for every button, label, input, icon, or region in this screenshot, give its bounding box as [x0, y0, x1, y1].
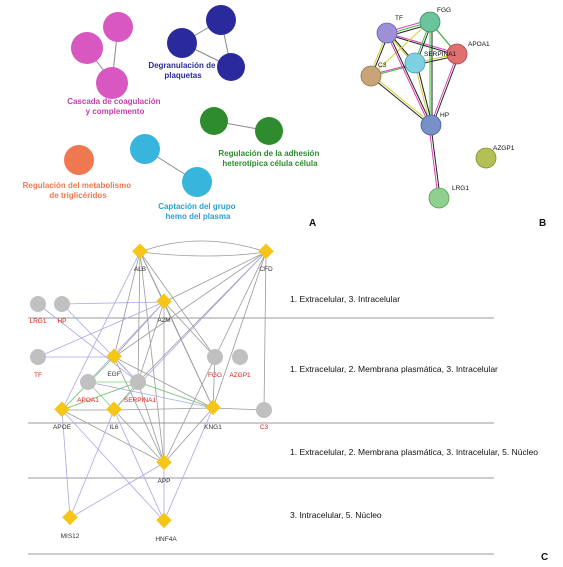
cluster-heme-label: Captación del grupo hemo del plasma — [158, 202, 238, 221]
panel-c: 1. Extracelular, 3. Intracelular 1. Extr… — [28, 240, 548, 563]
string-label-apoa1: APOA1 — [468, 41, 490, 48]
network-label-cfd: CFD — [259, 266, 273, 273]
network-protein-node — [207, 349, 223, 365]
network-gene-node — [156, 454, 172, 471]
network-label-kng1: KNG1 — [204, 424, 222, 431]
string-label-fgg: FGG — [437, 7, 451, 14]
string-node-lrg1 — [428, 187, 450, 209]
network-protein-node — [232, 349, 248, 365]
network-label-serpina1: SERPINA1 — [124, 397, 157, 404]
cluster-adhesion-node — [255, 117, 283, 145]
network-label-apoe: APOE — [53, 424, 72, 431]
string-label-c3: C3 — [378, 62, 387, 69]
panel-a: Cascada de coagulación y complemento Deg… — [23, 5, 321, 229]
network-label-apoa1: APOA1 — [77, 397, 99, 404]
cluster-coagulation-node — [96, 67, 128, 99]
network-label-il6: IL6 — [109, 424, 118, 431]
string-node-hp — [420, 114, 442, 136]
network-label-mis12: MIS12 — [61, 533, 80, 540]
network-label-hnf4a: HNF4A — [155, 536, 177, 543]
network-label-a2m: A2M — [157, 317, 170, 324]
cluster-adhesion-label: Regulación de la adhesión heterotípica c… — [218, 149, 321, 168]
string-node-fgg — [419, 11, 441, 33]
zone-label: 1. Extracelular, 3. Intracelular — [290, 294, 400, 304]
cluster-coagulation-node — [103, 12, 133, 42]
network-protein-node — [54, 296, 70, 312]
cluster-platelet-node — [206, 5, 236, 35]
string-label-azgp1: AZGP1 — [493, 145, 515, 152]
cluster-platelet-label: Degranulación de plaquetas — [148, 61, 217, 80]
network-label-fgg: FGG — [208, 372, 222, 379]
panel-c-letter: C — [541, 552, 548, 563]
network-label-hp: HP — [57, 318, 66, 325]
cluster-heme-node — [130, 134, 160, 164]
network-gene-node — [106, 401, 122, 418]
network-label-alb: ALB — [134, 266, 146, 273]
panel-b-letter: B — [539, 218, 546, 229]
network-label-lrg1: LRG1 — [30, 318, 47, 325]
panel-a-letter: A — [309, 218, 316, 229]
network-label-egf: EGF — [107, 371, 120, 378]
network-protein-node — [130, 374, 146, 390]
cluster-triglyceride-label: Regulación del metabolismo de triglicéri… — [23, 181, 134, 200]
string-node-serpina1 — [404, 52, 426, 74]
cluster-platelet-node — [217, 53, 245, 81]
network-gene-node — [62, 509, 78, 526]
network-protein-node — [256, 402, 272, 418]
network-gene-node — [54, 401, 70, 418]
string-node-tf — [376, 22, 398, 44]
zone-label: 1. Extracelular, 2. Membrana plasmática,… — [290, 447, 538, 457]
string-label-tf: TF — [395, 15, 403, 22]
string-node-apoa1 — [446, 43, 468, 65]
network-gene-node — [205, 399, 221, 416]
network-gene-node — [258, 243, 274, 260]
cluster-coagulation-label: Cascada de coagulación y complemento — [67, 97, 163, 116]
cluster-triglyceride-node — [64, 145, 94, 175]
cluster-heme-node — [182, 167, 212, 197]
network-protein-node — [80, 374, 96, 390]
string-node-c3 — [360, 65, 382, 87]
network-gene-node — [156, 293, 172, 310]
zone-label: 1. Extracelular, 2. Membrana plasmática,… — [290, 364, 498, 374]
string-label-hp: HP — [440, 112, 449, 119]
network-gene-node — [132, 243, 148, 260]
network-gene-node — [106, 348, 122, 365]
network-label-azgp1: AZGP1 — [229, 372, 251, 379]
zone-label: 3. Intracelular, 5. Núcleo — [290, 510, 382, 520]
network-protein-node — [30, 349, 46, 365]
panel-b: TF FGG SERPINA1 APOA1 C3 HP AZGP1 LRG1 B — [360, 7, 546, 229]
string-label-serpina1: SERPINA1 — [424, 51, 457, 58]
network-protein-node — [30, 296, 46, 312]
network-label-c3: C3 — [260, 424, 269, 431]
string-node-azgp1 — [475, 147, 497, 169]
network-label-tf: TF — [34, 372, 42, 379]
string-label-lrg1: LRG1 — [452, 185, 469, 192]
network-label-app: APP — [157, 478, 170, 485]
cluster-adhesion-node — [200, 107, 228, 135]
cluster-coagulation-node — [71, 32, 103, 64]
cluster-platelet-node — [167, 28, 197, 58]
